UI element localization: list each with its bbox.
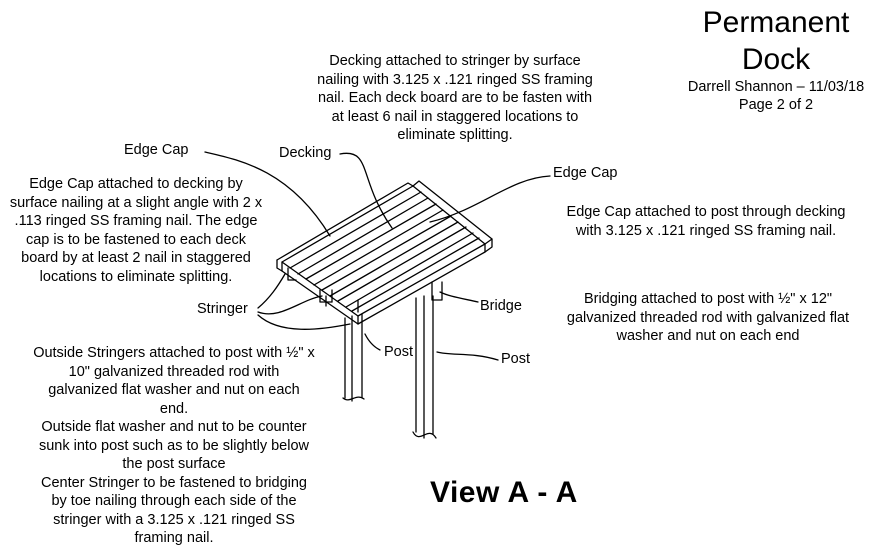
left-post xyxy=(342,313,365,402)
right-post xyxy=(412,295,437,439)
bridging-note: Bridging attached to post with ½" x 12" … xyxy=(566,291,850,344)
stringers xyxy=(287,267,443,313)
view-label: View A - A xyxy=(430,476,578,509)
decking-label: Decking xyxy=(279,145,332,161)
edge-cap-left-label: Edge Cap xyxy=(124,142,189,158)
title-author-date: Darrell Shannon – 11/03/18 xyxy=(687,79,865,95)
deck-surface xyxy=(276,180,493,325)
bridge-label: Bridge xyxy=(480,298,522,314)
title-main: Permanent Dock xyxy=(702,6,850,76)
decking-note: Decking attached to stringer by surface … xyxy=(317,53,593,143)
stringer-note: Outside Stringers attached to post with … xyxy=(33,345,315,546)
post-left-label: Post xyxy=(384,344,414,360)
leader-lines xyxy=(204,151,551,361)
post-right-label: Post xyxy=(501,351,531,367)
title-block: Permanent Dock Darrell Shannon – 11/03/1… xyxy=(676,4,876,114)
stringer-label: Stringer xyxy=(197,301,248,317)
title-page-number: Page 2 of 2 xyxy=(738,97,814,113)
edge-cap-decking-note: Edge Cap attached to decking by surface … xyxy=(9,176,263,285)
edge-cap-right-label: Edge Cap xyxy=(553,165,618,181)
edge-cap-post-note: Edge Cap attached to post through deckin… xyxy=(566,204,846,239)
deck-boards xyxy=(289,191,480,312)
